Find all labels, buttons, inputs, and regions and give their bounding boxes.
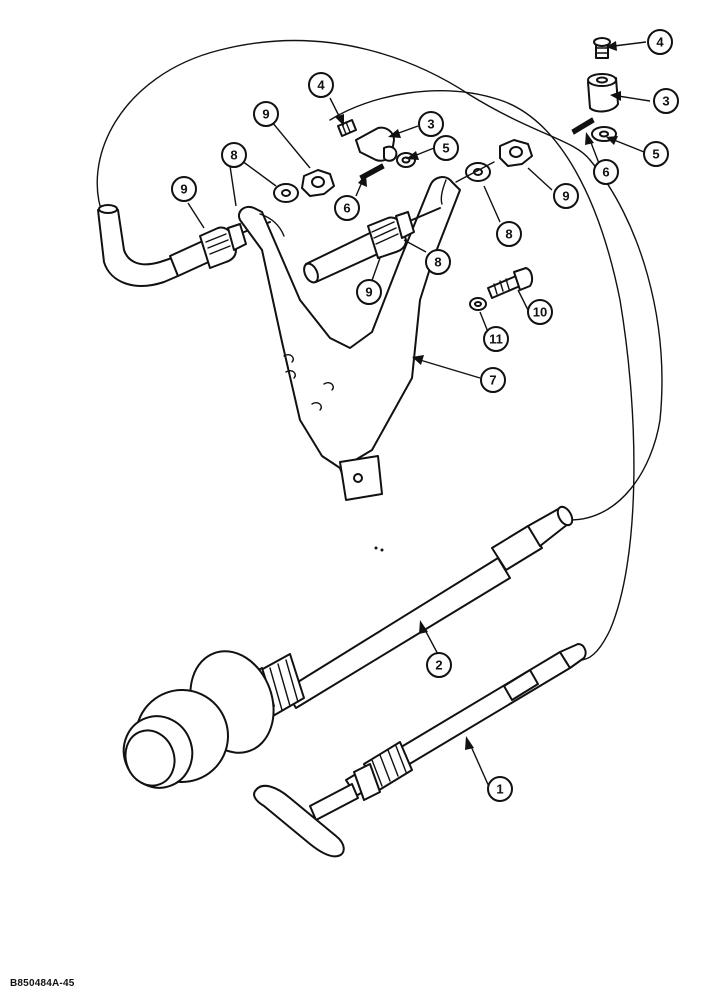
callout-label: 5 bbox=[652, 147, 659, 162]
callout-10: 10 bbox=[527, 299, 553, 325]
bolt-and-washer bbox=[469, 267, 534, 311]
callout-8-upper-left: 8 bbox=[221, 142, 247, 168]
callout-label: 10 bbox=[533, 305, 547, 320]
callout-7: 7 bbox=[480, 367, 506, 393]
callout-label: 9 bbox=[562, 189, 569, 204]
leader-lines bbox=[187, 41, 651, 790]
callout-3-right: 3 bbox=[653, 88, 679, 114]
callout-1: 1 bbox=[487, 776, 513, 802]
left-hardware bbox=[273, 119, 416, 203]
center-fitting bbox=[303, 207, 441, 284]
upper-cable bbox=[96, 39, 663, 521]
callout-label: 9 bbox=[262, 107, 269, 122]
callout-label: 7 bbox=[489, 373, 496, 388]
callout-label: 5 bbox=[442, 141, 449, 156]
callout-label: 4 bbox=[317, 78, 325, 93]
callout-label: 4 bbox=[656, 35, 664, 50]
callout-2: 2 bbox=[426, 652, 452, 678]
callout-9-upper-left: 9 bbox=[253, 101, 279, 127]
callout-label: 11 bbox=[489, 332, 503, 347]
callout-label: 6 bbox=[602, 165, 609, 180]
callout-label: 1 bbox=[496, 782, 503, 797]
callout-label: 8 bbox=[505, 227, 512, 242]
callout-5-right: 5 bbox=[643, 141, 669, 167]
callout-3-left: 3 bbox=[418, 111, 444, 137]
choke-control-2 bbox=[122, 505, 574, 789]
callout-9-right: 9 bbox=[553, 183, 579, 209]
callout-6-right: 6 bbox=[593, 159, 619, 185]
callout-9-center: 9 bbox=[356, 279, 382, 305]
callout-label: 3 bbox=[427, 117, 434, 132]
figure-code: B850484A-45 bbox=[10, 978, 75, 989]
right-hardware bbox=[455, 37, 619, 183]
callout-label: 8 bbox=[434, 255, 441, 270]
callout-4-left: 4 bbox=[308, 72, 334, 98]
throttle-control-1 bbox=[253, 643, 587, 858]
callout-label: 8 bbox=[230, 148, 237, 163]
bracket bbox=[238, 176, 461, 501]
callout-label: 6 bbox=[343, 201, 350, 216]
callout-6-left: 6 bbox=[334, 195, 360, 221]
callout-label: 2 bbox=[435, 658, 442, 673]
left-cable-sleeve bbox=[97, 204, 214, 287]
callout-label: 9 bbox=[180, 182, 187, 197]
callout-label: 3 bbox=[662, 94, 669, 109]
callout-9-far-left: 9 bbox=[171, 176, 197, 202]
callout-5-left: 5 bbox=[433, 135, 459, 161]
callout-label: 9 bbox=[365, 285, 372, 300]
callout-4-right: 4 bbox=[647, 29, 673, 55]
callout-8-center: 8 bbox=[425, 249, 451, 275]
callout-11: 11 bbox=[483, 326, 509, 352]
callout-8-right: 8 bbox=[496, 221, 522, 247]
lower-cable bbox=[329, 90, 635, 661]
